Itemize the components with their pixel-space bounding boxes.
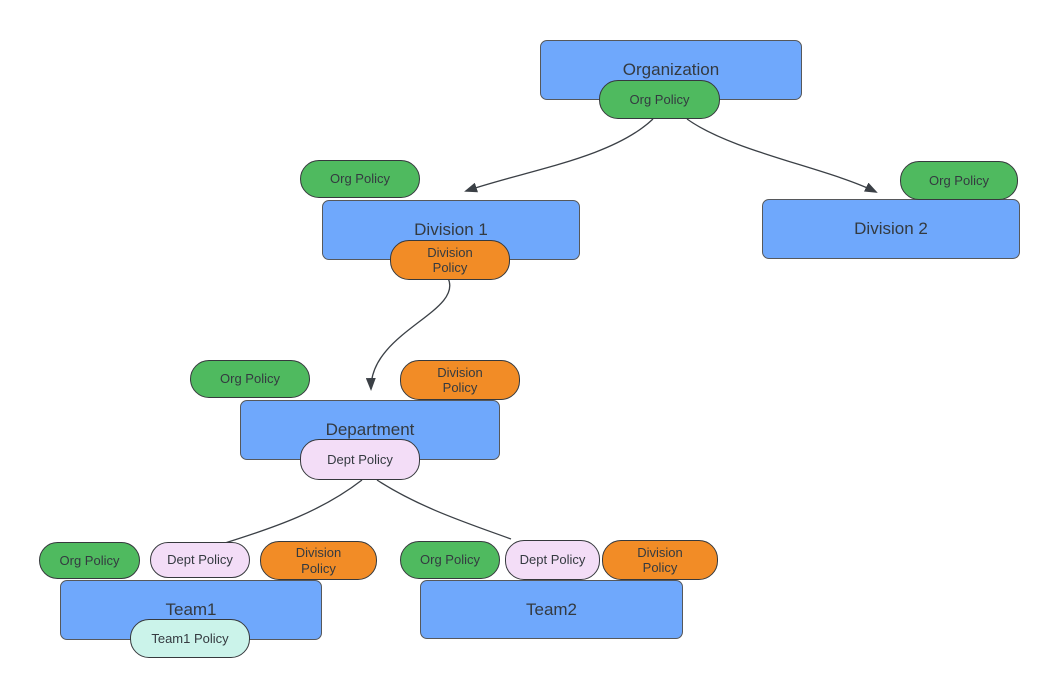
edge-department-to-team1: [224, 479, 363, 544]
badge-org-policy-organization: Org Policy: [599, 80, 720, 119]
badge-label: Dept Policy: [167, 552, 233, 568]
node-team2: Team2: [420, 580, 683, 639]
badge-label: Division Policy: [437, 364, 483, 395]
badge-team1-policy-team1: Team1 Policy: [130, 619, 250, 658]
badge-label: Org Policy: [420, 552, 480, 568]
badge-label: Division Policy: [637, 544, 683, 575]
badge-label: Org Policy: [629, 91, 690, 107]
badge-org-policy-division2: Org Policy: [900, 161, 1018, 200]
badge-label: Dept Policy: [327, 451, 393, 467]
badge-dept-policy-team1: Dept Policy: [150, 542, 250, 578]
badge-label: Team1 Policy: [151, 630, 229, 646]
badge-label: Org Policy: [929, 172, 989, 188]
node-label: Team2: [525, 599, 578, 619]
node-label: Organization: [622, 60, 720, 79]
edge-department-to-team2: [376, 479, 512, 540]
badge-dept-policy-department: Dept Policy: [300, 439, 420, 480]
node-label: Department: [325, 420, 415, 439]
node-label: Division 2: [854, 219, 928, 238]
badge-label: Org Policy: [220, 371, 280, 387]
edge-organization-to-division2: [686, 118, 878, 193]
badge-label: Division Policy: [295, 545, 342, 576]
badge-label: Org Policy: [330, 171, 390, 187]
node-label: Team1: [165, 600, 217, 619]
node-division2: Division 2: [762, 199, 1020, 259]
badge-division-policy-team2: Division Policy: [602, 540, 718, 580]
badge-org-policy-division1: Org Policy: [300, 160, 420, 198]
badge-division-policy-division1: Division Policy: [390, 240, 510, 280]
badge-org-policy-team2: Org Policy: [400, 541, 500, 579]
badge-division-policy-department: Division Policy: [400, 360, 520, 400]
badge-dept-policy-team2: Dept Policy: [505, 540, 600, 580]
badge-label: Org Policy: [59, 552, 120, 568]
node-label: Division 1: [414, 220, 488, 239]
badge-division-policy-team1: Division Policy: [260, 541, 377, 580]
badge-org-policy-department: Org Policy: [190, 360, 310, 398]
badge-org-policy-team1: Org Policy: [39, 542, 140, 579]
badge-label: Dept Policy: [519, 552, 586, 568]
edge-organization-to-division1: [464, 118, 654, 193]
badge-label: Division Policy: [427, 244, 473, 275]
